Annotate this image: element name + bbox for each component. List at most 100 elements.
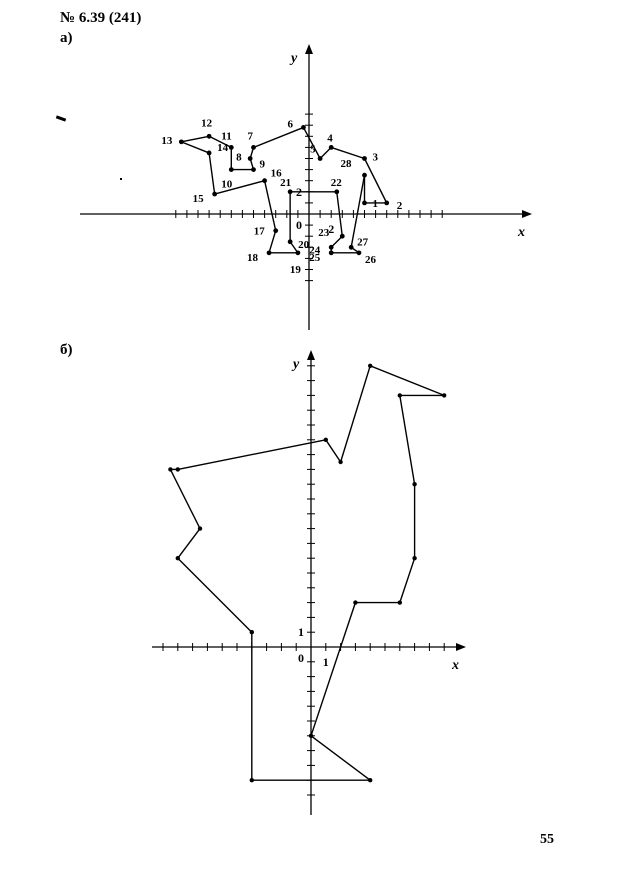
vertex-point: [175, 556, 180, 561]
figure-segment: [330, 146, 365, 160]
figure-segment: [268, 230, 277, 254]
origin-label: 0: [296, 218, 302, 232]
figure-segment: [369, 365, 445, 397]
y-tick-label: 1: [298, 625, 304, 639]
vertex-point: [412, 482, 417, 487]
vertex-label: 1: [373, 198, 379, 210]
origin-label: 0: [298, 651, 304, 665]
vertex-point: [287, 189, 293, 195]
vertex-label: 7: [248, 130, 254, 142]
page-number: 55: [540, 832, 554, 847]
figure-segment: [330, 235, 343, 248]
vertex-point: [287, 239, 293, 245]
y-axis-label: y: [289, 51, 298, 66]
vertex-point: [323, 437, 328, 442]
vertex-point: [178, 139, 184, 145]
y-axis-arrow: [307, 350, 315, 360]
figure-segment: [169, 469, 201, 529]
vertex-point: [397, 393, 402, 398]
vertex-point: [228, 145, 234, 150]
vertex-point: [328, 145, 334, 150]
vertex-point: [348, 244, 354, 250]
vertex-point: [266, 250, 272, 256]
vertex-point: [334, 189, 340, 195]
vertex-point: [362, 156, 367, 161]
figure-segment: [208, 135, 232, 149]
stray-mark-dot: [120, 178, 122, 180]
vertex-point: [251, 167, 256, 173]
vertex-point: [295, 250, 301, 256]
vertex-point: [301, 125, 306, 130]
figure-segment: [319, 146, 332, 159]
x-axis-label: x: [517, 225, 525, 240]
figure-segment: [214, 180, 265, 195]
vertex-label: 16: [271, 168, 283, 180]
vertex-point: [362, 200, 367, 206]
vertex-label: 22: [331, 177, 343, 189]
figure-segment: [177, 439, 326, 471]
x-axis-arrow: [522, 210, 532, 218]
vertex-point: [262, 178, 267, 184]
vertex-point: [328, 244, 334, 250]
x-axis-arrow: [456, 643, 466, 651]
vertex-point: [368, 363, 373, 368]
task-number-title: № 6.39 (241): [60, 10, 142, 26]
vertex-point: [308, 733, 314, 738]
vertex-point: [249, 630, 254, 635]
vertex-point: [368, 778, 373, 783]
figure-segment: [181, 135, 210, 143]
vertex-label: 27: [357, 236, 369, 248]
vertex-point: [317, 156, 323, 161]
x-tick-label: 2: [328, 222, 334, 236]
vertex-label: 2: [397, 200, 403, 212]
figure-segment: [363, 158, 388, 204]
figure-segment: [177, 528, 201, 559]
vertex-point: [362, 172, 367, 178]
vertex-label: 11: [221, 130, 231, 142]
vertex-label: 15: [193, 193, 205, 205]
figure-segment: [177, 557, 253, 633]
vertex-label: 19: [290, 264, 302, 276]
vertex-point: [247, 156, 253, 161]
figure-segment: [339, 365, 371, 463]
vertex-point: [175, 467, 180, 472]
figure-segment: [302, 127, 321, 159]
figure-segment: [399, 557, 416, 603]
vertex-point: [249, 778, 254, 783]
figure-segment: [325, 439, 342, 463]
vertex-label: 13: [161, 135, 173, 147]
vertex-label: 21: [280, 177, 291, 189]
x-axis-label: x: [451, 658, 459, 673]
part-b-label: б): [60, 342, 73, 358]
vertex-point: [197, 526, 203, 531]
vertex-label: 26: [365, 254, 377, 266]
vertex-point: [353, 600, 358, 605]
y-axis-arrow: [305, 44, 313, 54]
figure-segment: [263, 180, 277, 231]
vertex-point: [168, 467, 173, 472]
figure-segment: [350, 175, 366, 248]
vertex-label: 14: [217, 142, 229, 154]
vertex-label: 24: [309, 244, 321, 256]
vertex-point: [228, 167, 234, 173]
vertex-point: [384, 200, 390, 206]
vertex-point: [339, 233, 345, 239]
vertex-point: [273, 228, 279, 234]
vertex-label: 25: [309, 252, 321, 264]
vertex-label: 17: [254, 226, 266, 238]
figure-segment: [336, 191, 343, 237]
vertex-point: [338, 459, 343, 465]
vertex-label: 10: [221, 179, 233, 191]
vertex-point: [251, 145, 256, 150]
figure-segment: [208, 152, 216, 195]
vertex-label: 5: [310, 144, 316, 156]
vertex-point: [206, 133, 212, 139]
vertex-point: [356, 250, 362, 256]
vertex-point: [206, 150, 212, 156]
part-a-label: а): [60, 30, 73, 46]
figure-segment: [253, 126, 304, 149]
vertex-label: 23: [318, 227, 330, 239]
